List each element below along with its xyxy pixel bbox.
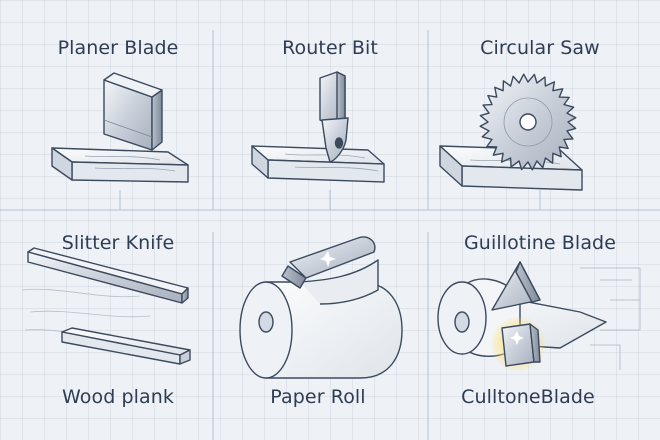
label-slitter-knife: Slitter Knife (61, 232, 175, 254)
circular-saw-illustration (439, 73, 583, 191)
label-guillotine-blade: Guillotine Blade (463, 232, 617, 254)
label-paper-roll: Paper Roll (270, 386, 366, 408)
label-router-bit: Router Bit (282, 37, 378, 59)
planer-blade-illustration (51, 72, 189, 183)
slitter-knife-illustration (21, 247, 191, 365)
panel-dividers (0, 30, 660, 440)
guillotine-blade-illustration (437, 261, 641, 372)
label-circular-saw: Circular Saw (480, 37, 600, 59)
label-cullton-blade: CulltoneBlade (461, 386, 595, 408)
label-planer-blade: Planer Blade (57, 37, 179, 59)
label-wood-plank: Wood plank (61, 386, 175, 408)
router-bit-illustration (251, 71, 385, 183)
paper-roll-illustration (239, 236, 403, 379)
